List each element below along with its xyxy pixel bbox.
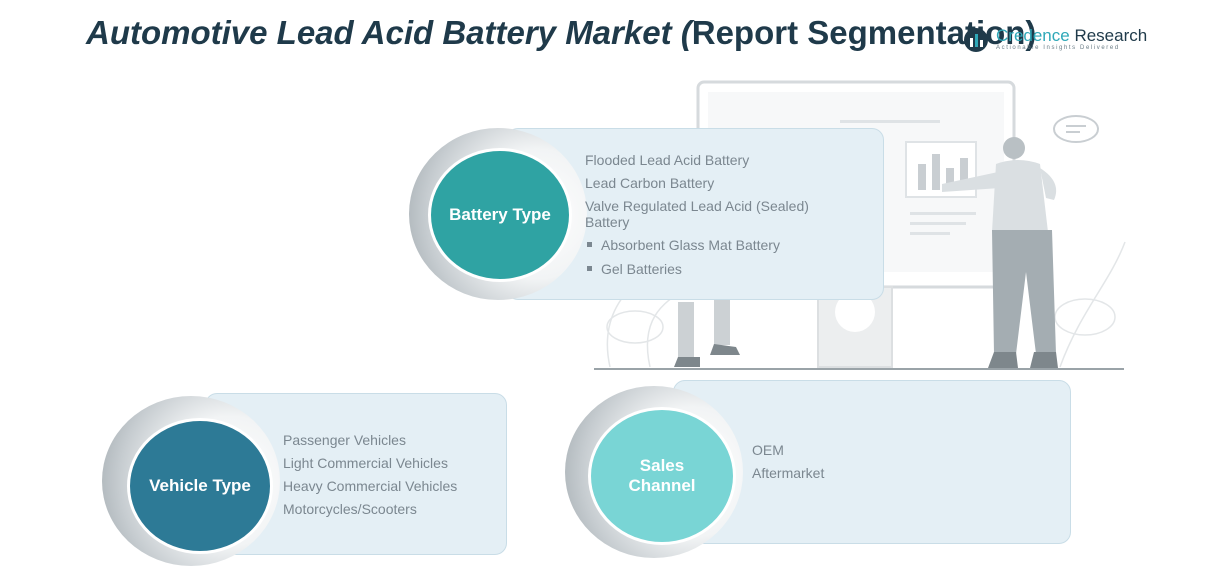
left-person-leg (714, 300, 730, 345)
chart-bar (918, 164, 926, 190)
sales-channel-circle: Sales Channel (588, 407, 736, 545)
logo-name: Credence Research (996, 26, 1147, 46)
stand-knob (835, 292, 875, 332)
sales-channel-label-line1: Sales (639, 456, 685, 475)
page-title: Automotive Lead Acid Battery Market (Rep… (86, 14, 1036, 52)
left-person-shoe (674, 357, 700, 367)
left-person-shoe (710, 344, 740, 355)
battery-type-item: Battery (585, 214, 630, 230)
right-person-torso (992, 160, 1048, 232)
battery-type-sub-item: Gel Batteries (601, 261, 682, 277)
battery-type-sub-item: Absorbent Glass Mat Battery (601, 237, 780, 253)
chart-bar (946, 168, 954, 190)
vehicle-type-item: Light Commercial Vehicles (283, 455, 448, 471)
speech-bubble-icon (1053, 115, 1099, 143)
right-person-shoe (988, 352, 1018, 368)
right-person-legs (992, 230, 1056, 354)
text-line (910, 232, 950, 235)
sales-channel-label-line2: Channel (628, 476, 696, 495)
text-line (910, 212, 976, 215)
bullet-icon (587, 242, 592, 247)
right-person-arm (1040, 168, 1057, 200)
leaf-decoration-right (1054, 241, 1126, 368)
vehicle-type-item: Heavy Commercial Vehicles (283, 478, 458, 494)
sales-channel-item: Aftermarket (752, 465, 825, 481)
bullet-icon (587, 266, 592, 271)
logo-tagline: Actionable Insights Delivered (996, 45, 1120, 51)
chart-bar (932, 154, 940, 190)
vehicle-type-item: Passenger Vehicles (283, 432, 406, 448)
logo-name-highlight: Credence (996, 26, 1070, 45)
chart-bar (960, 158, 968, 190)
title-main: Automotive Lead Acid Battery Market ( (86, 14, 692, 51)
text-line (910, 222, 966, 225)
battery-type-item: Flooded Lead Acid Battery (585, 152, 750, 168)
sales-channel-label: Sales Channel (628, 456, 695, 496)
monitor-header-line (840, 120, 940, 123)
battery-type-item: Valve Regulated Lead Acid (Sealed) (585, 198, 809, 214)
right-person-head (1003, 137, 1025, 159)
right-person-shoe (1030, 352, 1058, 368)
battery-type-item: Lead Carbon Battery (585, 175, 715, 191)
battery-type-label: Battery Type (449, 205, 551, 224)
brand-logo: Credence Research Actionable Insights De… (962, 24, 1152, 58)
right-person-arm (942, 172, 1000, 192)
logo-name-rest: Research (1069, 26, 1148, 45)
vehicle-type-item: Motorcycles/Scooters (283, 501, 417, 517)
vehicle-type-circle: Vehicle Type (127, 418, 273, 554)
battery-type-circle: Battery Type (428, 148, 572, 282)
sales-channel-item: OEM (752, 442, 784, 458)
left-person-leg (678, 302, 694, 357)
sales-channel-card (673, 380, 1071, 544)
vehicle-type-label: Vehicle Type (149, 476, 251, 495)
logo-mark-icon (964, 28, 988, 52)
